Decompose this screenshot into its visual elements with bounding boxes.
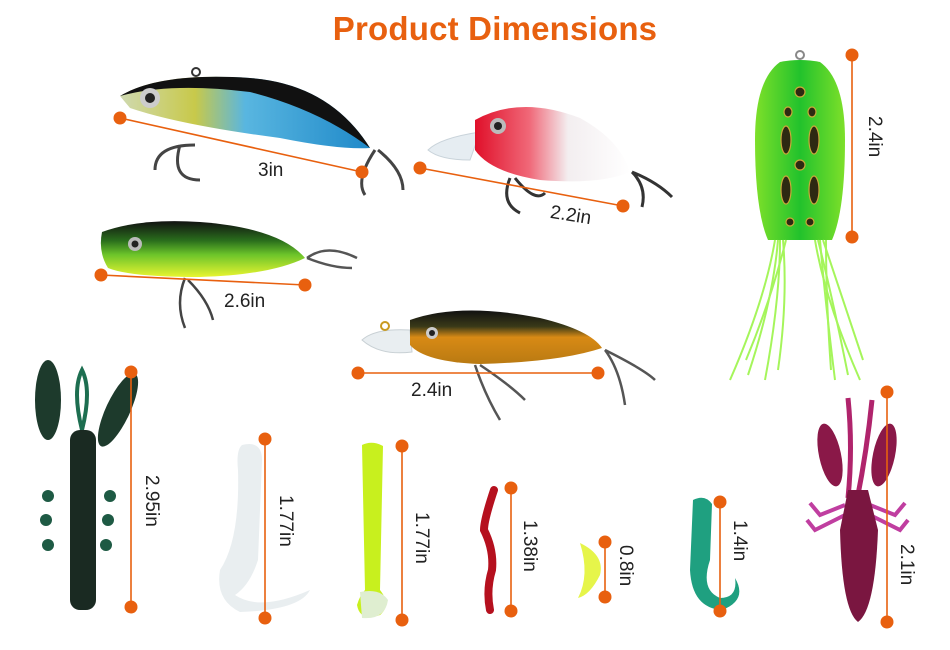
measure-frog-green xyxy=(845,48,859,244)
label-vib-blue: 3in xyxy=(258,160,284,181)
lure-minnow-gold xyxy=(361,310,656,421)
lure-maggot-yellow xyxy=(578,543,601,598)
measure-craw-green xyxy=(124,365,138,614)
measure-vib-blue xyxy=(113,111,369,179)
measure-worm-red xyxy=(504,481,518,618)
lure-frog-green xyxy=(729,50,864,381)
label-popper-green: 2.6in xyxy=(224,291,266,312)
label-frog-green: 2.4in xyxy=(864,116,885,158)
measure-maggot-yellow xyxy=(598,535,612,604)
measure-crankbait-red xyxy=(413,161,630,213)
lure-curly-tail-teal xyxy=(690,497,740,610)
lure-craw-purple xyxy=(805,397,910,622)
label-craw-purple: 2.1in xyxy=(896,544,917,586)
lure-grub-white xyxy=(219,444,310,612)
measure-grub-white xyxy=(258,432,272,625)
page-title: Product Dimensions xyxy=(332,10,658,47)
label-curly-tail-teal: 1.4in xyxy=(729,520,750,562)
label-maggot-yellow: 0.8in xyxy=(615,545,636,587)
measure-minnow-gold xyxy=(351,366,605,380)
label-craw-green: 2.95in xyxy=(141,475,162,527)
lure-vib-blue xyxy=(120,67,405,196)
label-paddle-tail-chartreuse: 1.77in xyxy=(411,512,432,564)
lure-crankbait-red xyxy=(427,106,674,215)
measure-craw-purple xyxy=(880,385,894,629)
measure-paddle-tail-chartreuse xyxy=(395,439,409,627)
lure-paddle-tail-chartreuse xyxy=(357,442,388,619)
lure-worm-red xyxy=(479,486,498,614)
lure-popper-green xyxy=(100,221,358,329)
lure-craw-green xyxy=(35,360,139,610)
label-worm-red: 1.38in xyxy=(519,520,540,572)
measure-popper-green xyxy=(94,268,312,292)
label-minnow-gold: 2.4in xyxy=(411,380,453,401)
measure-curly-tail-teal xyxy=(713,495,727,618)
label-grub-white: 1.77in xyxy=(275,495,296,547)
